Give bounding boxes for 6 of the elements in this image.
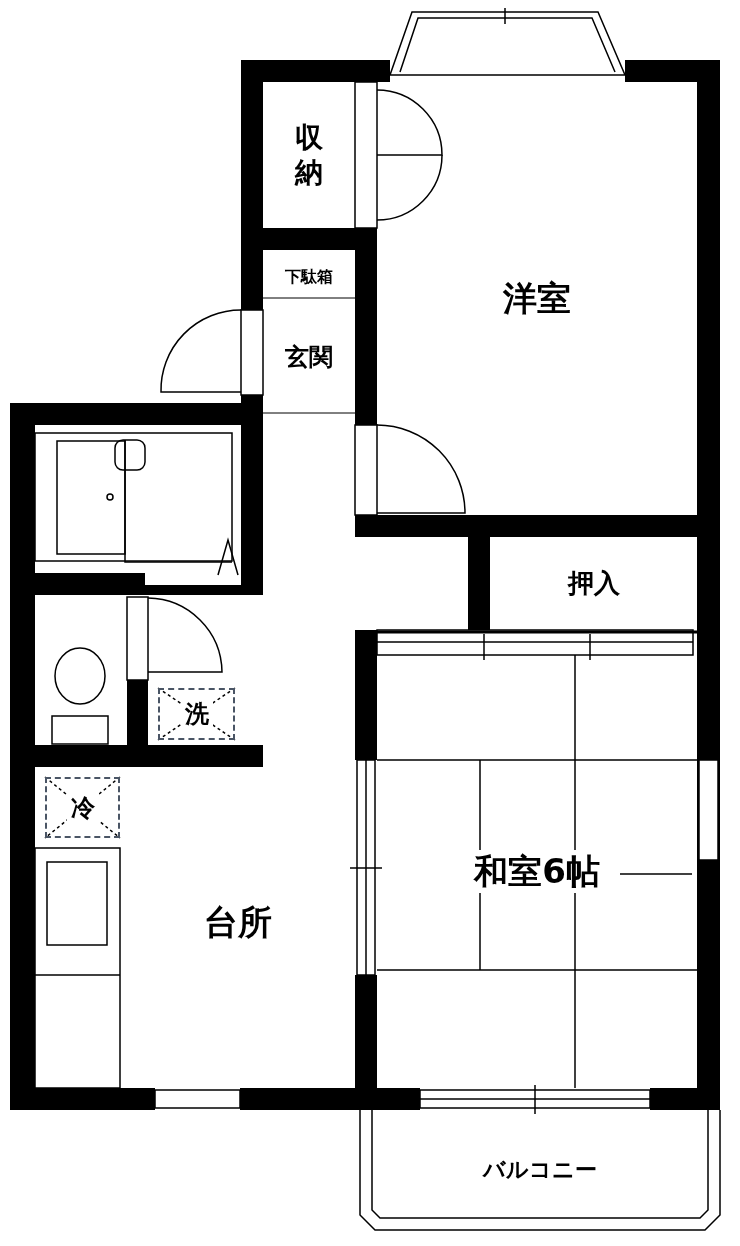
room-label: 和室6帖: [474, 850, 600, 893]
appliance-space: 冷: [45, 777, 120, 838]
room-label: 押入: [567, 567, 620, 600]
room-label: 玄関: [285, 341, 333, 372]
room-label: 下駄箱: [285, 266, 333, 287]
appliance-space: 洗: [158, 688, 235, 740]
